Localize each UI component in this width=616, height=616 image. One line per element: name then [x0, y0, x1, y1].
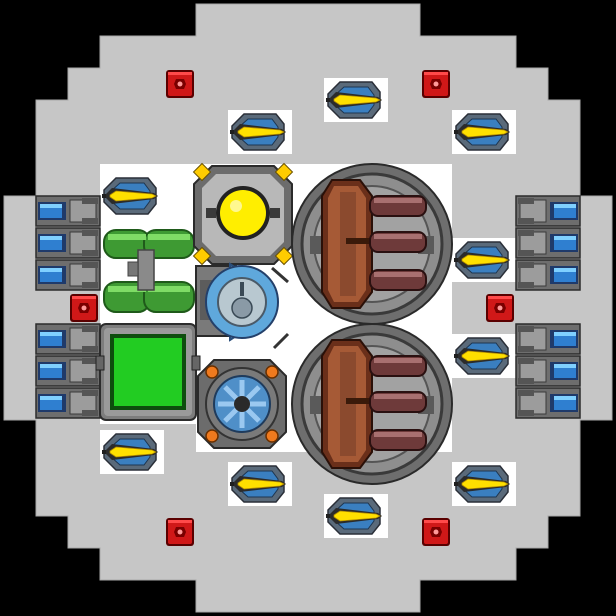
- fighter-drone-icon[interactable]: [451, 333, 517, 379]
- thruster-bank-left-bottom[interactable]: [35, 323, 101, 419]
- engine-dome-module[interactable]: [195, 262, 290, 350]
- reactor-node-module[interactable]: [197, 359, 287, 449]
- fighter-drone-icon[interactable]: [99, 173, 165, 219]
- thruster-icon[interactable]: [35, 259, 101, 291]
- fighter-drone-icon[interactable]: [451, 237, 517, 283]
- shield-core-module[interactable]: [192, 162, 294, 266]
- thruster-icon[interactable]: [515, 355, 581, 387]
- thruster-bank-left-top[interactable]: [35, 195, 101, 291]
- turret-icon[interactable]: [291, 163, 453, 325]
- alarm-beacon-icon[interactable]: [486, 294, 514, 322]
- fuel-tank-module[interactable]: [102, 228, 196, 320]
- thruster-icon[interactable]: [515, 259, 581, 291]
- thruster-icon[interactable]: [515, 227, 581, 259]
- turret-icon[interactable]: [291, 323, 453, 485]
- thruster-icon[interactable]: [35, 387, 101, 419]
- fighter-drone-icon[interactable]: [323, 493, 389, 539]
- fighter-drone-icon[interactable]: [227, 461, 293, 507]
- battery-module[interactable]: [95, 323, 201, 421]
- alarm-beacon-icon[interactable]: [166, 70, 194, 98]
- thruster-icon[interactable]: [515, 195, 581, 227]
- fighter-drone-icon[interactable]: [227, 109, 293, 155]
- fighter-drone-icon[interactable]: [323, 77, 389, 123]
- alarm-beacon-icon[interactable]: [422, 70, 450, 98]
- alarm-beacon-icon[interactable]: [70, 294, 98, 322]
- thruster-icon[interactable]: [35, 355, 101, 387]
- fighter-drone-icon[interactable]: [451, 109, 517, 155]
- thruster-icon[interactable]: [515, 387, 581, 419]
- thruster-icon[interactable]: [515, 323, 581, 355]
- thruster-bank-right-bottom[interactable]: [515, 323, 581, 419]
- thruster-icon[interactable]: [35, 195, 101, 227]
- thruster-icon[interactable]: [35, 323, 101, 355]
- thruster-icon[interactable]: [35, 227, 101, 259]
- alarm-beacon-icon[interactable]: [166, 518, 194, 546]
- fighter-drone-icon[interactable]: [451, 461, 517, 507]
- alarm-beacon-icon[interactable]: [422, 518, 450, 546]
- fighter-drone-icon[interactable]: [99, 429, 165, 475]
- thruster-bank-right-top[interactable]: [515, 195, 581, 291]
